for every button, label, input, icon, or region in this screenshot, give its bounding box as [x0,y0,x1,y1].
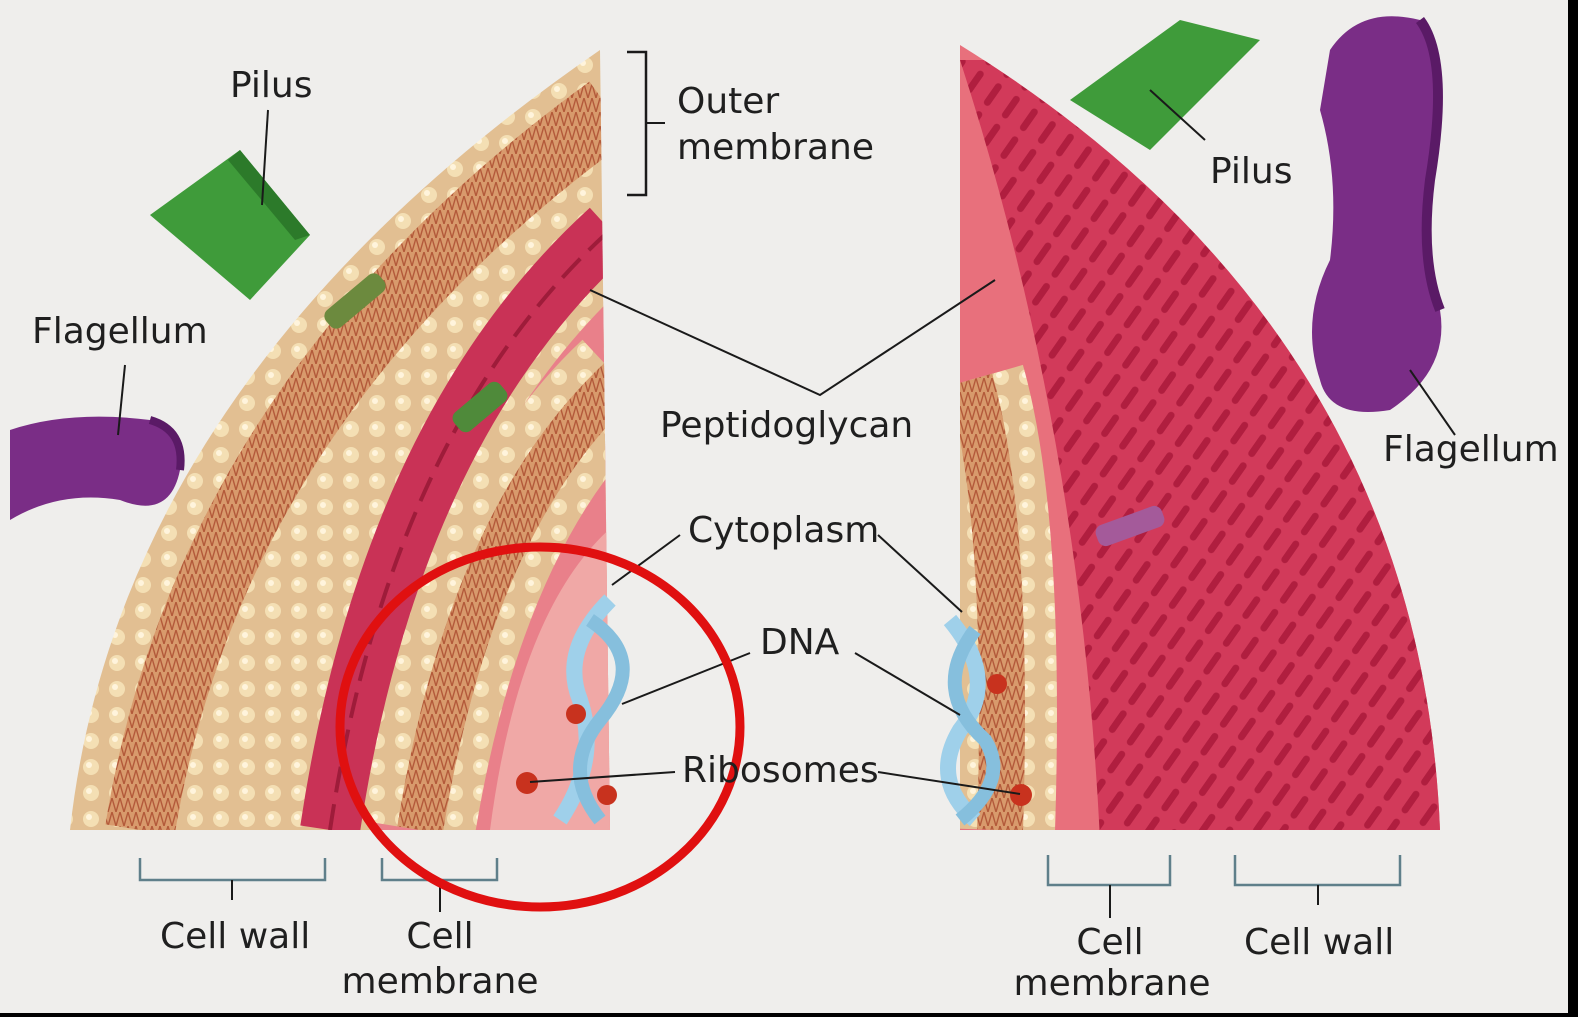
label-flagellum-left: Flagellum [32,310,208,354]
label-flagellum-right: Flagellum [1383,428,1559,472]
label-cell-wall-right: Cell wall [1244,921,1394,965]
label-cell-membrane-left-2: membrane [340,960,540,1004]
ribosome [597,785,617,805]
label-cell-membrane-left-1: Cell [380,915,500,959]
label-dna: DNA [760,621,839,665]
label-cytoplasm: Cytoplasm [688,509,879,553]
label-peptidoglycan: Peptidoglycan [660,404,913,448]
ribosome [987,674,1007,694]
label-ribosomes: Ribosomes [682,749,879,793]
ribosome [566,704,586,724]
label-cell-wall-left: Cell wall [160,915,310,959]
label-pilus-left: Pilus [230,64,313,108]
label-outer-membrane-2: membrane [677,126,874,170]
label-cell-membrane-right-2: membrane [1012,962,1212,1006]
label-cell-membrane-right-1: Cell [1050,921,1170,965]
label-outer-membrane-1: Outer [677,80,779,124]
label-pilus-right: Pilus [1210,150,1293,194]
ribosome [516,772,538,794]
ribosome [1010,784,1032,806]
